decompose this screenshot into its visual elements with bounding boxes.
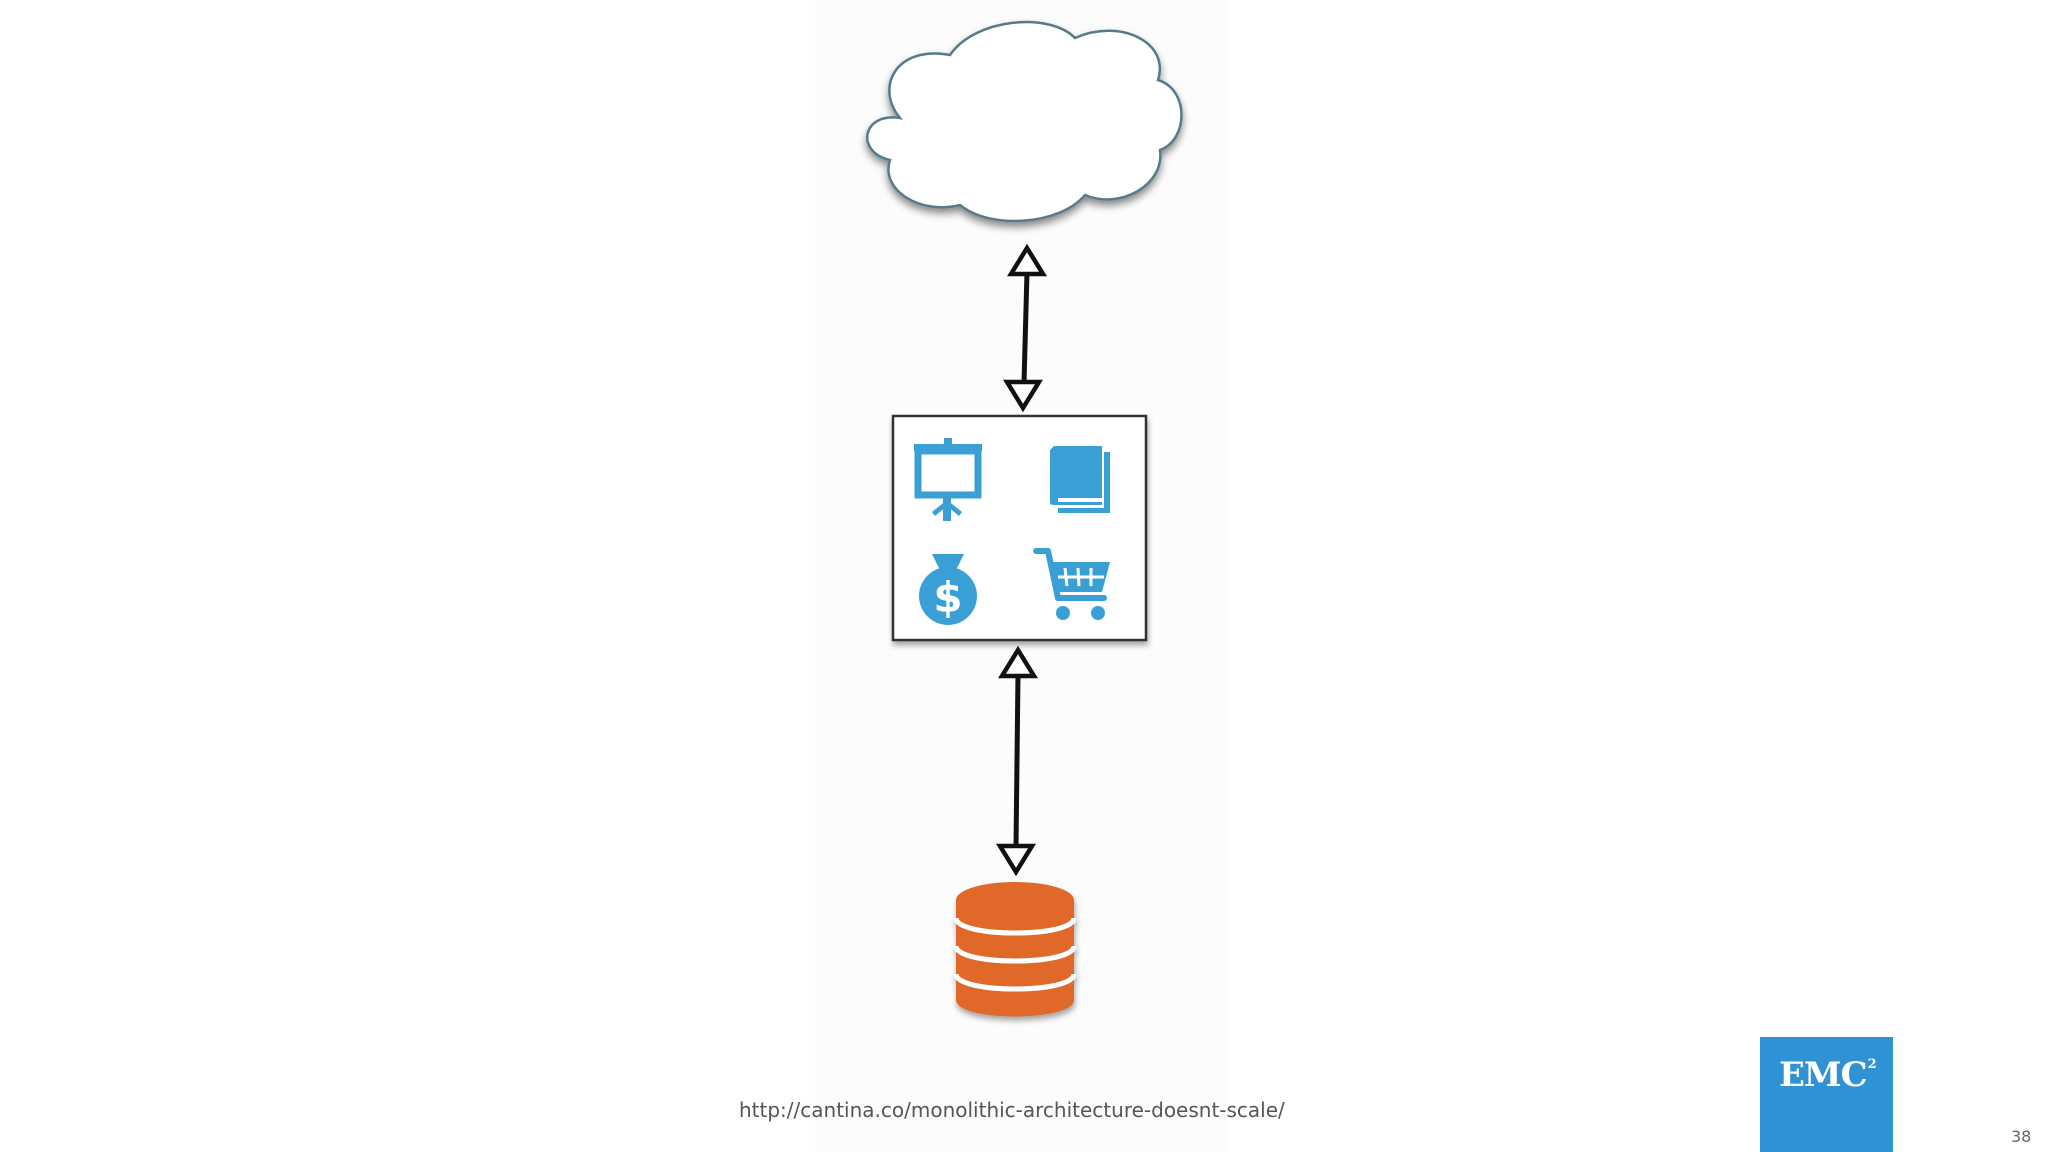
- emc-logo-superscript: 2: [1867, 1057, 1877, 1072]
- emc-logo-wordmark: EMC: [1779, 1055, 1868, 1095]
- page-number: 38: [2011, 1127, 2032, 1146]
- source-link[interactable]: http://cantina.co/monolithic-architectur…: [739, 1098, 1285, 1122]
- svg-text:$: $: [933, 573, 962, 622]
- presentation-board-icon: [914, 438, 982, 521]
- shopping-cart-icon: [1033, 548, 1110, 620]
- cloud-icon: [866, 20, 1183, 223]
- book-icon: [1050, 446, 1110, 513]
- bidirectional-arrow-app-database: [995, 645, 1039, 877]
- database-icon: [953, 882, 1077, 1017]
- money-bag-icon: $: [919, 554, 977, 625]
- emc-logo-text: EMC2: [1779, 1055, 1877, 1095]
- bidirectional-arrow-cloud-app: [1002, 243, 1048, 413]
- emc-logo: EMC2: [1760, 1037, 1893, 1152]
- monolith-app-box: $: [891, 414, 1148, 642]
